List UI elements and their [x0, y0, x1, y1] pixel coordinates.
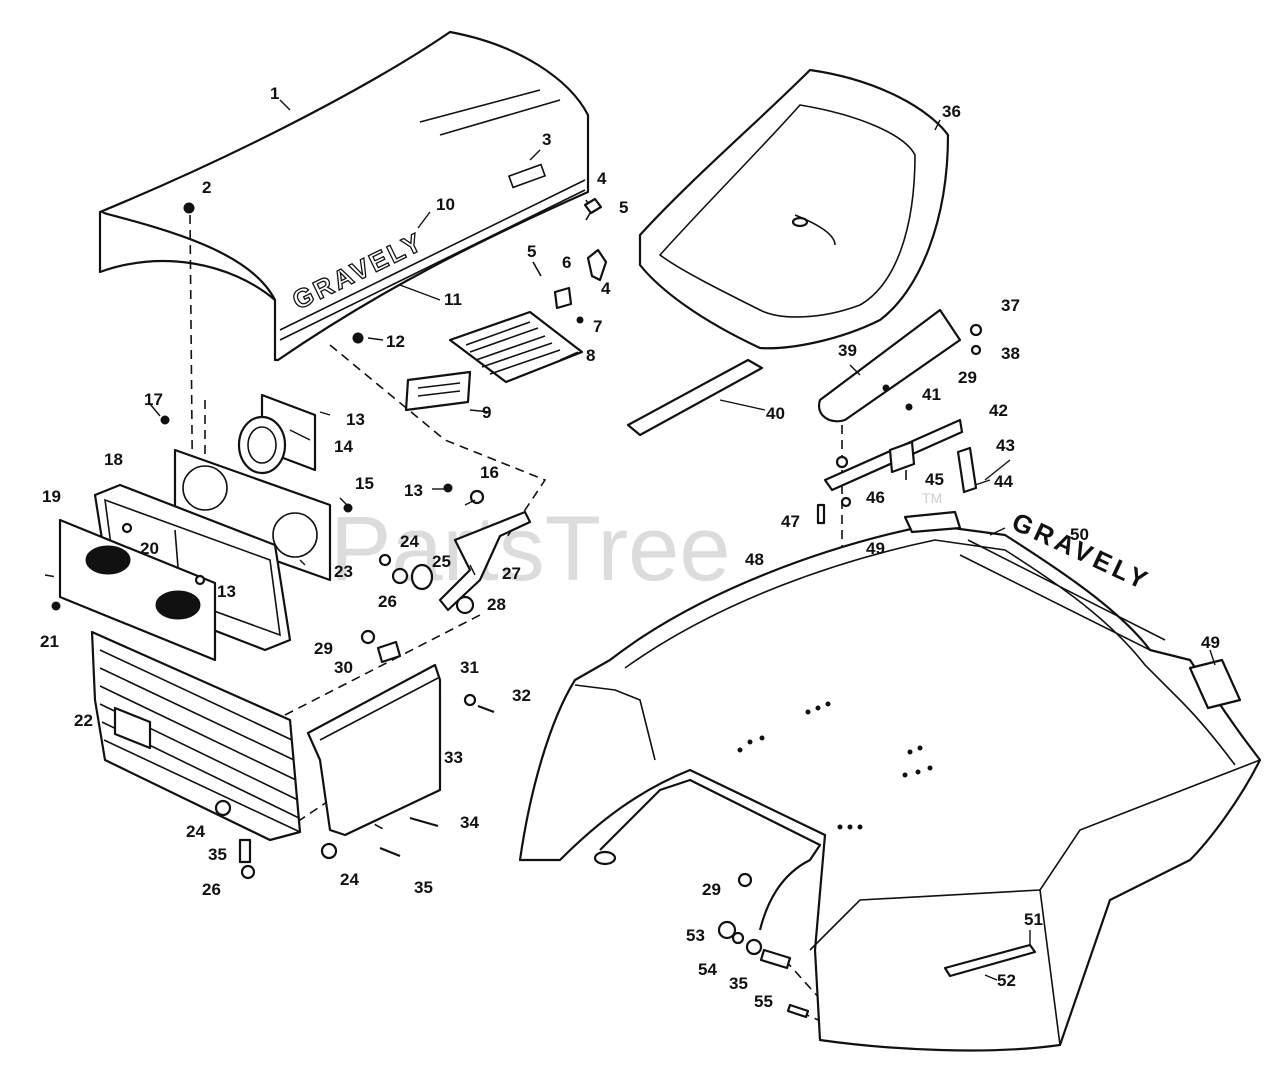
callout-53: 53: [686, 926, 705, 945]
callout-35c: 35: [729, 974, 748, 993]
callouts: 1 2 3 4 4 5 5 6 7 8 9 10 11 12 13 13 13 …: [40, 84, 1220, 1011]
callout-55: 55: [754, 992, 773, 1011]
callout-3: 3: [542, 130, 551, 149]
callout-54: 54: [698, 960, 717, 979]
callout-27: 27: [502, 564, 521, 583]
callout-39: 39: [838, 341, 857, 360]
callout-26a: 26: [378, 592, 397, 611]
callout-25: 25: [432, 552, 451, 571]
callout-52: 52: [997, 971, 1016, 990]
hood-part-1[interactable]: GRAVELY: [98, 30, 590, 362]
seat-36[interactable]: [638, 68, 950, 350]
callout-6: 6: [562, 253, 571, 272]
callout-34: 34: [460, 813, 479, 832]
callout-13a: 13: [346, 410, 365, 429]
callout-30: 30: [334, 658, 353, 677]
callout-41: 41: [922, 385, 941, 404]
assembly-line-side-panel: [284, 614, 481, 716]
callout-43: 43: [996, 436, 1015, 455]
callout-2: 2: [202, 178, 211, 197]
decal-49-left[interactable]: [903, 510, 962, 534]
callout-22: 22: [74, 711, 93, 730]
callout-5a: 5: [619, 198, 628, 217]
decal-9[interactable]: [404, 370, 472, 412]
callout-40: 40: [766, 404, 785, 423]
watermark-trademark: TM: [922, 490, 942, 506]
callout-5b: 5: [527, 242, 536, 261]
callout-49b: 49: [1201, 633, 1220, 652]
callout-31: 31: [460, 658, 479, 677]
bracket-27[interactable]: [438, 510, 532, 612]
callout-51: 51: [1024, 910, 1043, 929]
callout-50: 50: [1070, 525, 1089, 544]
side-panel-33[interactable]: [306, 663, 442, 837]
callout-49a: 49: [866, 539, 885, 558]
callout-24c: 24: [340, 870, 359, 889]
callout-42: 42: [989, 401, 1008, 420]
callout-29c: 29: [702, 880, 721, 899]
decal-49-right[interactable]: [1188, 658, 1242, 710]
callout-4b: 4: [601, 279, 611, 298]
callout-38: 38: [1001, 344, 1020, 363]
callout-36: 36: [942, 102, 961, 121]
callout-23: 23: [334, 562, 353, 581]
assembly-line-hood-bracket: [329, 344, 547, 541]
callout-45: 45: [925, 470, 944, 489]
callout-35a: 35: [208, 845, 227, 864]
callout-12: 12: [386, 332, 405, 351]
callout-8: 8: [586, 346, 595, 365]
callout-46: 46: [866, 488, 885, 507]
callout-13c: 13: [217, 582, 236, 601]
fender-48[interactable]: GRAVELY: [518, 506, 1262, 1052]
grille-22[interactable]: [90, 630, 302, 842]
assembly-line-fender-bolt: [784, 959, 831, 1027]
callout-28: 28: [487, 595, 506, 614]
callout-35b: 35: [414, 878, 433, 897]
isolator-hardware[interactable]: [121, 483, 495, 880]
callout-14: 14: [334, 437, 353, 456]
decal-8[interactable]: [448, 310, 584, 384]
seat-hardware[interactable]: [816, 323, 983, 525]
callout-10: 10: [436, 195, 455, 214]
callout-20: 20: [140, 539, 159, 558]
callout-13b: 13: [404, 481, 423, 500]
callout-29a: 29: [314, 639, 333, 658]
callout-15: 15: [355, 474, 374, 493]
callout-4a: 4: [597, 169, 607, 188]
seat-bracket-39[interactable]: [817, 308, 962, 423]
callout-18: 18: [104, 450, 123, 469]
callout-29b: 29: [958, 368, 977, 387]
callout-47: 47: [781, 512, 800, 531]
callout-24a: 24: [400, 532, 419, 551]
headlight-14[interactable]: [237, 393, 317, 475]
callout-16: 16: [480, 463, 499, 482]
seat-rail-40[interactable]: [626, 358, 764, 437]
fender-holes: [737, 701, 933, 830]
callout-11: 11: [444, 290, 462, 309]
callout-37: 37: [1001, 296, 1020, 315]
callout-7: 7: [593, 317, 602, 336]
callout-24b: 24: [186, 822, 205, 841]
lens-panel-19[interactable]: [58, 518, 217, 662]
hood-hardware[interactable]: [51, 197, 608, 611]
headlight-bracket-23[interactable]: [173, 448, 332, 582]
callout-19: 19: [42, 487, 61, 506]
watermark-text: PartsTree: [330, 498, 730, 600]
callout-1: 1: [270, 84, 279, 103]
fender-hardware[interactable]: [717, 872, 1037, 1019]
callout-33: 33: [444, 748, 463, 767]
leader-lines: [149, 99, 1216, 981]
seat-hinge-42[interactable]: [823, 418, 978, 494]
callout-32: 32: [512, 686, 531, 705]
callout-44: 44: [994, 472, 1013, 491]
callout-17: 17: [144, 390, 163, 409]
callout-26b: 26: [202, 880, 221, 899]
callout-21: 21: [40, 632, 59, 651]
callout-48: 48: [745, 550, 764, 569]
callout-9: 9: [482, 403, 491, 422]
